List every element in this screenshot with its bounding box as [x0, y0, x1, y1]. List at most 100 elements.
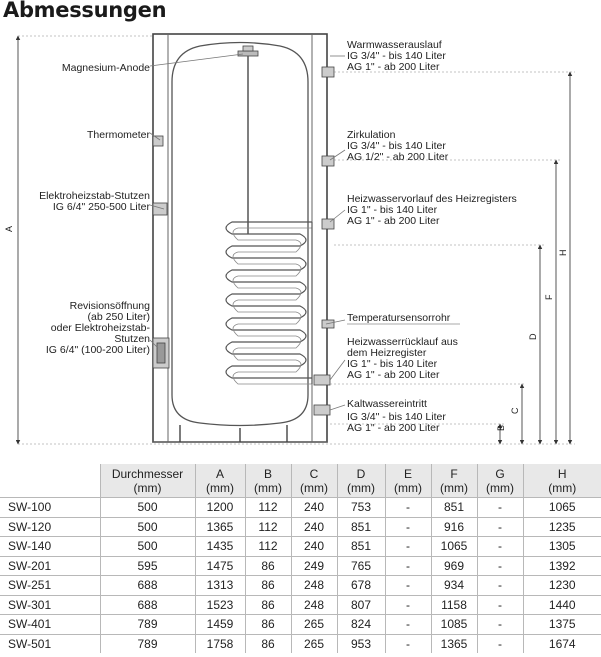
- table-cell: -: [384, 614, 431, 634]
- table-cell: -: [384, 497, 431, 517]
- table-cell: 765: [336, 555, 385, 576]
- table-cell: SW-100: [0, 497, 100, 517]
- table-cell: 248: [290, 594, 337, 615]
- col-header-b: B(mm): [244, 464, 291, 498]
- table-cell: 1440: [522, 594, 601, 615]
- left-connectors: [152, 135, 170, 369]
- table-row: SW-501 789 1758 86 265 953 - 1365 - 1674: [0, 633, 601, 653]
- label-heating-return-line1: Heizwasserrücklauf aus: [347, 336, 458, 348]
- dim-label-b: B: [496, 425, 506, 431]
- table-cell: 953: [336, 633, 385, 653]
- table-cell: 934: [430, 575, 477, 595]
- table-cell: 824: [336, 614, 385, 634]
- boiler-dimension-diagram: A B C D F H Magnesium-Anode Thermometer …: [4, 33, 575, 445]
- table-cell: SW-201: [0, 555, 100, 576]
- col-header-f: F(mm): [430, 464, 477, 498]
- label-heating-flow-line2: IG 1" - bis 140 Liter: [347, 204, 438, 216]
- dim-label-a: A: [4, 226, 14, 232]
- label-revision-line5: IG 6/4" (100-200 Liter): [46, 344, 150, 356]
- table-cell: -: [384, 536, 431, 556]
- dim-label-f: F: [544, 294, 554, 300]
- table-cell: -: [384, 555, 431, 576]
- table-cell: -: [476, 575, 523, 595]
- table-row: SW-140 500 1435 112 240 851 - 1065 - 130…: [0, 536, 601, 556]
- table-cell: 753: [336, 497, 385, 517]
- label-coldwater-line3: AG 1" - ab 200 Liter: [347, 422, 440, 434]
- label-circulation-line1: Zirkulation: [347, 129, 396, 141]
- table-cell: 789: [99, 633, 195, 653]
- table-cell: 851: [430, 497, 477, 517]
- table-cell: -: [476, 497, 523, 517]
- table-cell: 595: [99, 555, 195, 576]
- page-title: Abmessungen: [3, 0, 167, 22]
- table-cell: 1065: [430, 536, 477, 556]
- leader-lines: [149, 53, 346, 411]
- table-cell: -: [476, 555, 523, 576]
- table-cell: -: [476, 633, 523, 653]
- table-cell: -: [384, 516, 431, 537]
- table-cell: 1305: [522, 536, 601, 556]
- label-heating-return-line4: AG 1" - ab 200 Liter: [347, 369, 440, 381]
- table-cell: -: [476, 516, 523, 537]
- label-revision-line2: (ab 250 Liter): [88, 311, 150, 323]
- label-circulation-line3: AG 1/2" - ab 200 Liter: [347, 151, 449, 163]
- table-cell: 1230: [522, 575, 601, 595]
- table-cell: 112: [244, 516, 291, 537]
- label-heating-return-line3: IG 1" - bis 140 Liter: [347, 358, 438, 370]
- label-warmwater-line1: Warmwasserauslauf: [347, 39, 442, 51]
- table-cell: 1235: [522, 516, 601, 537]
- table-cell: 916: [430, 516, 477, 537]
- table-cell: 86: [244, 555, 291, 576]
- table-cell: 240: [290, 497, 337, 517]
- label-heater-line1: Elektroheizstab-Stutzen: [39, 190, 150, 202]
- table-cell: 1313: [194, 575, 245, 595]
- label-coldwater-line2: IG 3/4" - bis 140 Liter: [347, 411, 446, 423]
- table-cell: 265: [290, 633, 337, 653]
- label-warmwater-line2: IG 3/4" - bis 140 Liter: [347, 50, 446, 62]
- table-cell: 86: [244, 575, 291, 595]
- table-cell: 1523: [194, 594, 245, 615]
- table-cell: 1365: [430, 633, 477, 653]
- table-header-row: Durchmesser(mm) A(mm) B(mm) C(mm) D(mm) …: [0, 464, 601, 498]
- table-cell: SW-301: [0, 594, 100, 615]
- table-row: SW-301 688 1523 86 248 807 - 1158 - 1440: [0, 594, 601, 615]
- dim-label-h: H: [558, 250, 568, 257]
- label-revision-line3: oder Elektroheizstab-: [51, 322, 151, 334]
- label-heating-flow-line3: AG 1" - ab 200 Liter: [347, 215, 440, 227]
- heating-coil: [225, 221, 313, 385]
- tank-body: [171, 41, 309, 427]
- col-header-h: H(mm): [522, 464, 601, 498]
- table-cell: SW-140: [0, 536, 100, 556]
- boiler-frame-inner: [153, 34, 327, 443]
- table-cell: 1758: [194, 633, 245, 653]
- label-heating-return-line2: dem Heizregister: [347, 347, 427, 359]
- table-cell: 688: [99, 594, 195, 615]
- col-header-d: D(mm): [336, 464, 385, 498]
- table-row: SW-251 688 1313 86 248 678 - 934 - 1230: [0, 575, 601, 595]
- dim-label-c: C: [510, 407, 520, 414]
- label-thermometer: Thermometer: [87, 129, 151, 141]
- col-header-a: A(mm): [194, 464, 245, 498]
- dimensions-table: Durchmesser(mm) A(mm) B(mm) C(mm) D(mm) …: [0, 464, 601, 653]
- label-warmwater-line3: AG 1" - ab 200 Liter: [347, 61, 440, 73]
- magnesium-anode: [237, 45, 259, 234]
- table-cell: 500: [99, 516, 195, 537]
- table-cell: 265: [290, 614, 337, 634]
- table-cell: 1674: [522, 633, 601, 653]
- col-header-e: E(mm): [384, 464, 431, 498]
- table-cell: 678: [336, 575, 385, 595]
- table-cell: 112: [244, 497, 291, 517]
- table-cell: 500: [99, 536, 195, 556]
- boiler-jacket: [152, 33, 328, 443]
- table-cell: 240: [290, 516, 337, 537]
- table-cell: 249: [290, 555, 337, 576]
- table-row: SW-401 789 1459 86 265 824 - 1085 - 1375: [0, 614, 601, 634]
- table-cell: -: [476, 536, 523, 556]
- col-header-g: G(mm): [476, 464, 523, 498]
- dimension-ext-lines: [18, 35, 575, 445]
- label-heater-line2: IG 6/4" 250-500 Liter: [53, 201, 151, 213]
- label-temperature-sensor: Temperatursensorrohr: [347, 312, 451, 324]
- table-cell: 1365: [194, 516, 245, 537]
- label-magnesium-anode: Magnesium-Anode: [62, 62, 150, 74]
- table-cell: 1200: [194, 497, 245, 517]
